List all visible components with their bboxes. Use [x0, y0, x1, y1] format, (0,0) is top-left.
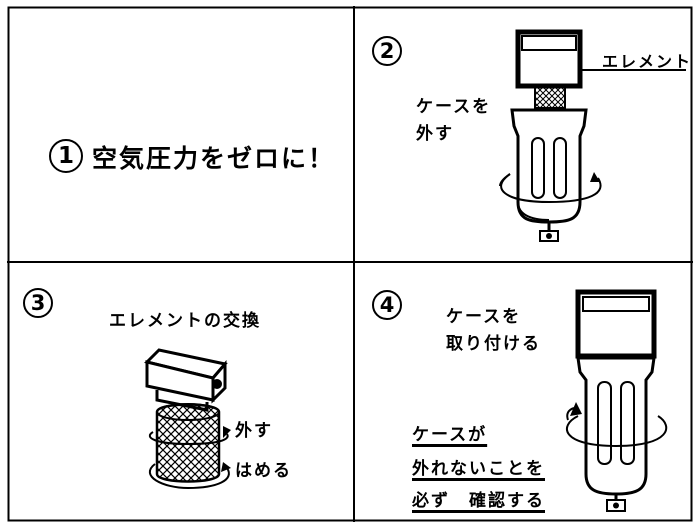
warning-line-3: 必ず 確認する — [412, 491, 545, 511]
element-replacement-illustration — [144, 348, 231, 490]
remove-label: 外す — [235, 421, 273, 441]
step-3-panel: 3 エレメントの交換 外す はめる — [7, 262, 354, 522]
step-4-instruction-line-2: 取り付ける — [446, 334, 541, 354]
step-3-number: 3 — [23, 288, 53, 318]
instruction-sheet: 1 空気圧力をゼロに！ 2 ケースを 外す エレメント — [7, 6, 693, 522]
step-1-number: 1 — [49, 139, 83, 173]
step-1-text: 空気圧力をゼロに！ — [92, 144, 336, 173]
step-4-panel: 4 ケースを 取り付ける ケースが 外れないことを 必ず 確認する — [354, 262, 693, 522]
step-4-instruction-line-1: ケースを — [446, 307, 522, 327]
filter-case-installation-illustration — [566, 289, 668, 512]
filter-case-removal-illustration — [499, 29, 686, 242]
step-2-number: 2 — [372, 36, 402, 66]
step-2-panel: 2 ケースを 外す エレメント — [354, 6, 693, 262]
step-4-number: 4 — [372, 290, 402, 320]
step-1-panel: 1 空気圧力をゼロに！ — [7, 6, 354, 262]
step-3-title: エレメントの交換 — [109, 311, 261, 331]
step-2-instruction-line-2: 外す — [416, 124, 454, 144]
panel-grid — [7, 6, 693, 522]
step-2-instruction-line-1: ケースを — [416, 97, 492, 117]
fit-label: はめる — [235, 461, 292, 481]
warning-line-1: ケースが — [412, 425, 488, 445]
warning-line-2: 外れないことを — [412, 459, 545, 479]
element-callout-label: エレメント — [602, 52, 693, 71]
